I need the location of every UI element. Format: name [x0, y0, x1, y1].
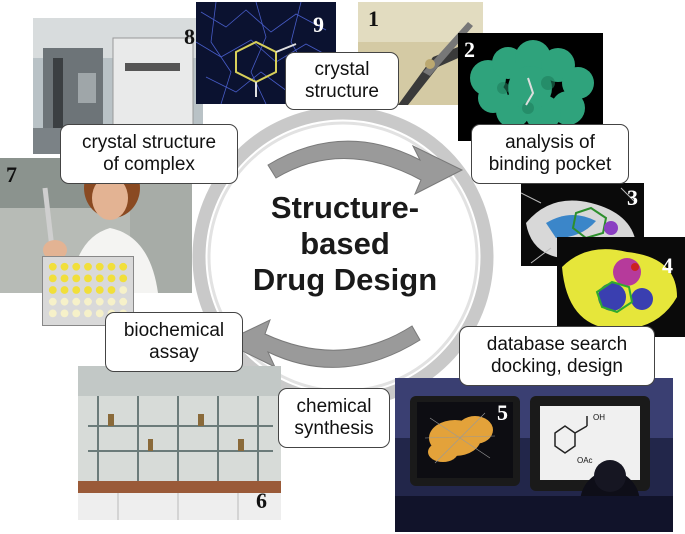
center-title: Structure- based Drug Design	[230, 190, 460, 298]
photo-number: 4	[662, 253, 673, 278]
photo-number: 9	[313, 12, 324, 37]
screen-oh-label: OH	[593, 413, 605, 422]
label-line: crystal	[314, 59, 370, 80]
center-title-line2: based	[300, 226, 390, 261]
label-crystal-structure: crystal structure	[285, 52, 399, 110]
label-line: analysis of	[505, 132, 595, 153]
label-binding-pocket: analysis of binding pocket	[471, 124, 629, 184]
label-biochemical-assay: biochemical assay	[105, 312, 243, 372]
photo-number: 3	[627, 185, 638, 210]
label-chemical-synthesis: chemical synthesis	[278, 388, 390, 448]
label-line: crystal structure	[81, 132, 217, 153]
label-complex-structure: crystal structure of complex	[60, 124, 238, 184]
label-line: of complex	[103, 154, 195, 175]
label-line: assay	[149, 342, 199, 363]
photo-number: 6	[256, 488, 267, 513]
cycle-arrow-upper	[267, 140, 464, 196]
cycle-arrow-lower	[222, 319, 421, 369]
photo-number: 2	[464, 37, 475, 62]
photo-ligand-surface: 4	[557, 237, 685, 337]
label-line: docking, design	[490, 356, 624, 377]
well-plate	[42, 256, 134, 326]
photo-protein-surface: 2	[458, 33, 603, 141]
photo-number: 8	[184, 24, 195, 49]
label-line: chemical	[296, 396, 372, 417]
photo-computer-workstation: 5 OH OAc	[395, 378, 673, 532]
label-line: structure	[305, 81, 379, 102]
label-database-search: database search docking, design	[459, 326, 655, 386]
label-line: database search	[486, 334, 628, 355]
photo-number: 1	[368, 6, 379, 31]
center-title-line3: Drug Design	[252, 262, 438, 297]
photo-number: 7	[6, 162, 17, 187]
screen-oac-label: OAc	[577, 456, 593, 465]
label-line: biochemical	[123, 320, 225, 341]
photo-chemistry-lab: 6	[78, 366, 281, 520]
center-title-line1: Structure-	[270, 190, 420, 225]
label-line: synthesis	[294, 418, 374, 439]
label-line: binding pocket	[488, 154, 612, 175]
photo-number: 5	[497, 400, 508, 425]
